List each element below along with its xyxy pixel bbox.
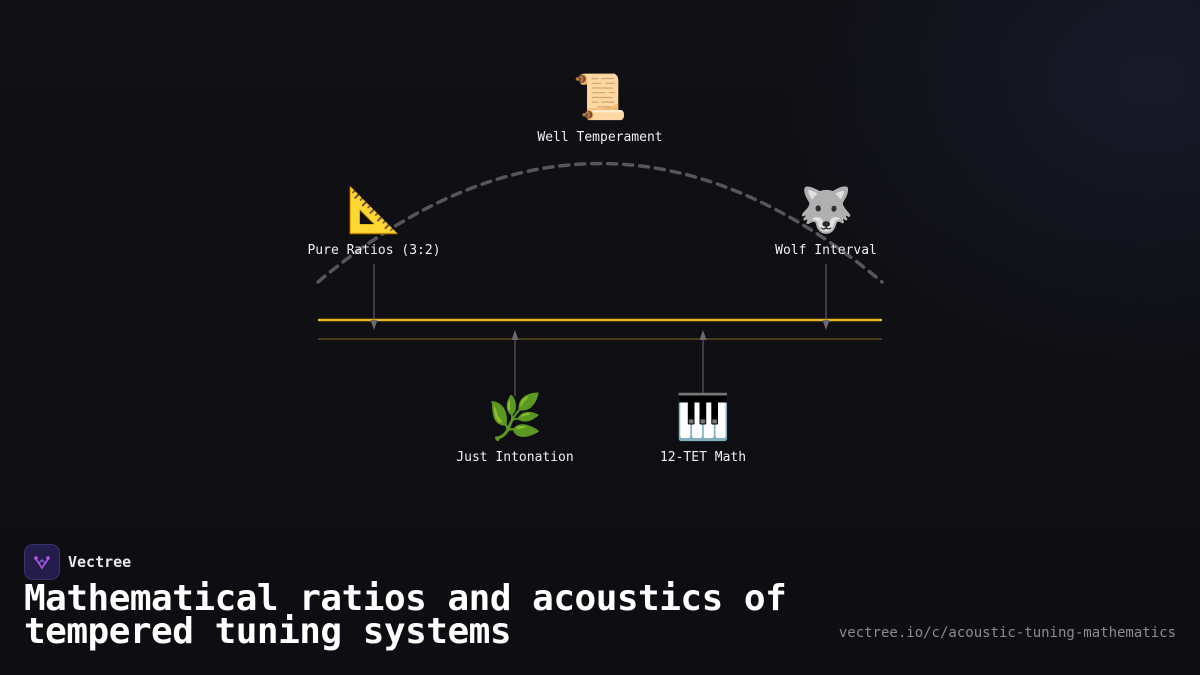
wolf-icon: 🐺 — [798, 185, 854, 236]
triangular-ruler-icon: 📐 — [346, 185, 402, 236]
vectree-logo-icon — [24, 544, 60, 580]
arrowhead-12tet-math — [699, 330, 707, 340]
arrowhead-pure-ratios — [370, 320, 378, 330]
arrowhead-wolf-interval — [822, 320, 830, 330]
piano-keys-icon: 🎹 — [675, 392, 731, 443]
node-pure-ratios: 📐 Pure Ratios (3:2) — [274, 185, 474, 258]
node-wolf-interval: 🐺 Wolf Interval — [726, 185, 926, 258]
scroll-icon: 📜 — [572, 72, 628, 123]
node-just-intonation: 🌿 Just Intonation — [415, 392, 615, 465]
brand-name: Vectree — [68, 553, 132, 571]
brand[interactable]: Vectree — [24, 544, 131, 580]
herb-icon: 🌿 — [487, 392, 543, 443]
page-title: Mathematical ratios and acoustics of tem… — [24, 578, 787, 652]
node-12tet-math: 🎹 12-TET Math — [603, 392, 803, 465]
node-label: Just Intonation — [456, 450, 574, 465]
tempering-arc — [316, 161, 884, 284]
node-label: Wolf Interval — [775, 243, 877, 258]
node-label: 12-TET Math — [659, 450, 747, 465]
page-url[interactable]: vectree.io/c/acoustic-tuning-mathematics — [838, 625, 1176, 641]
node-label: Well Temperament — [537, 130, 663, 145]
node-well-temperament: 📜 Well Temperament — [500, 72, 700, 145]
node-label: Pure Ratios (3:2) — [307, 243, 441, 258]
arrowhead-just-intonation — [511, 330, 519, 340]
